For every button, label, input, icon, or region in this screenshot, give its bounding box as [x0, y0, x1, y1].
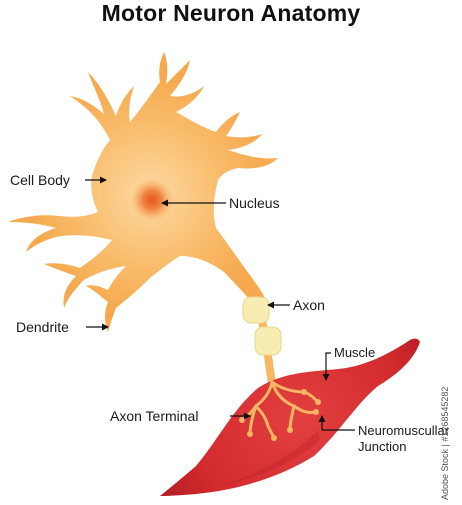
leader-lines	[85, 176, 355, 431]
label-nucleus: Nucleus	[229, 195, 280, 211]
label-muscle: Muscle	[334, 345, 376, 360]
leader-muscle	[322, 352, 331, 381]
neuron	[8, 52, 278, 332]
axon	[242, 296, 282, 386]
page-title: Motor Neuron Anatomy	[101, 0, 361, 26]
synaptic-boutons	[239, 389, 321, 441]
label-nmj-line1: Neuromuscullar	[358, 423, 450, 438]
myelin-segment-2	[254, 326, 282, 356]
label-axon-terminal: Axon Terminal	[110, 408, 199, 424]
myelin-segment-1	[242, 296, 270, 324]
muscle	[160, 338, 420, 496]
watermark: Adobe Stock | #1268545282	[440, 386, 450, 500]
label-axon: Axon	[293, 297, 325, 313]
label-nmj-line2: Junction	[358, 439, 407, 454]
nucleus-shape	[130, 178, 174, 222]
leader-nmj	[318, 415, 355, 431]
muscle-fiber-shape	[160, 338, 420, 496]
label-cell-body: Cell Body	[10, 172, 70, 188]
label-dendrite: Dendrite	[16, 319, 69, 335]
